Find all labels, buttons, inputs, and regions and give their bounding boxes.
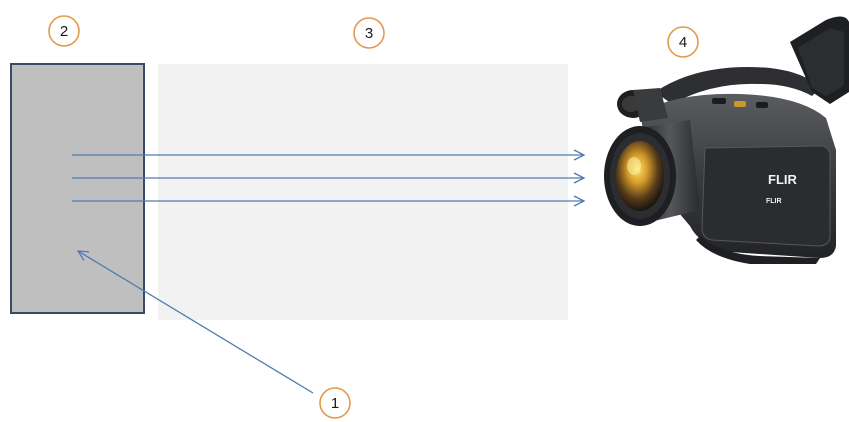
callout-4: 4	[667, 26, 699, 58]
callout-label: 3	[365, 25, 373, 42]
callout-2: 2	[48, 15, 80, 47]
atmosphere-region	[158, 64, 568, 320]
camera-model-label: FLIR	[766, 198, 782, 205]
thermal-camera-icon: FLIR FLIR	[604, 16, 849, 264]
pointer-arrow	[78, 251, 314, 394]
callout-label: 1	[331, 395, 339, 412]
callout-1: 1	[319, 387, 351, 419]
camera-brand-label: FLIR	[768, 172, 797, 187]
callout-label: 4	[679, 34, 687, 51]
callout-3: 3	[353, 17, 385, 49]
callout-label: 2	[60, 23, 68, 40]
object-surface	[10, 63, 145, 314]
